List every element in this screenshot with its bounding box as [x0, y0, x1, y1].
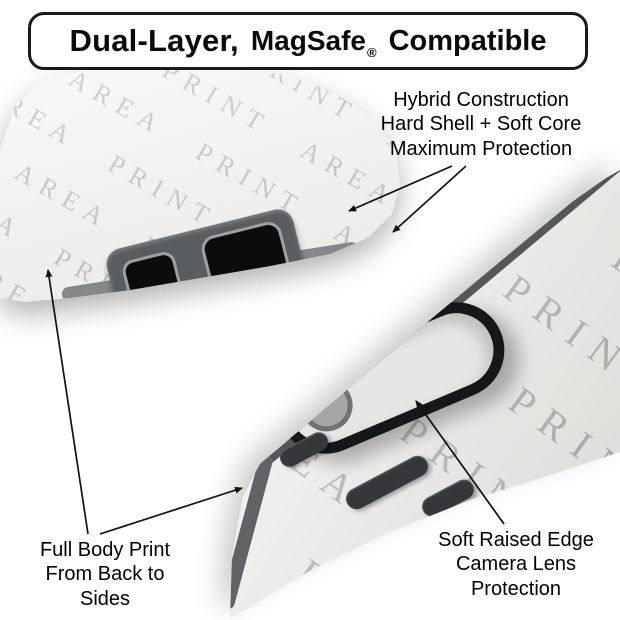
annotation-line-text: Protection	[470, 577, 562, 600]
annotation-hybrid-construction: Hybrid Construction Hard Shell + Soft Co…	[348, 88, 614, 161]
registered-mark: ®	[366, 45, 377, 60]
camera-lens-circle	[292, 371, 361, 440]
annotation-full-body-print: Full Body Print From Back to Sides	[10, 538, 200, 611]
title-banner: Dual-Layer, MagSafe ® Compatible	[28, 12, 588, 70]
title-magsafe-group: MagSafe ®	[250, 25, 377, 60]
annotation-line-text: Maximum Protection	[389, 137, 573, 160]
annotation-soft-raised-edge: Soft Raised Edge Camera Lens Protection	[410, 528, 620, 601]
annotation-line-text: Camera Lens	[455, 553, 577, 576]
title-magsafe: MagSafe	[250, 25, 366, 56]
annotation-line-text: Hard Shell + Soft Core	[380, 113, 582, 136]
annotation-line-text: Soft Raised Edge	[438, 529, 594, 551]
title-dual-layer: Dual-Layer,	[69, 23, 239, 58]
annotation-line-text: Sides	[79, 587, 131, 610]
annotation-line-text: Hybrid Construction	[393, 89, 569, 111]
annotation-line-text: Full Body Print	[39, 539, 171, 561]
annotation-line-text: From Back to	[45, 563, 165, 586]
title-compatible: Compatible	[388, 24, 547, 57]
